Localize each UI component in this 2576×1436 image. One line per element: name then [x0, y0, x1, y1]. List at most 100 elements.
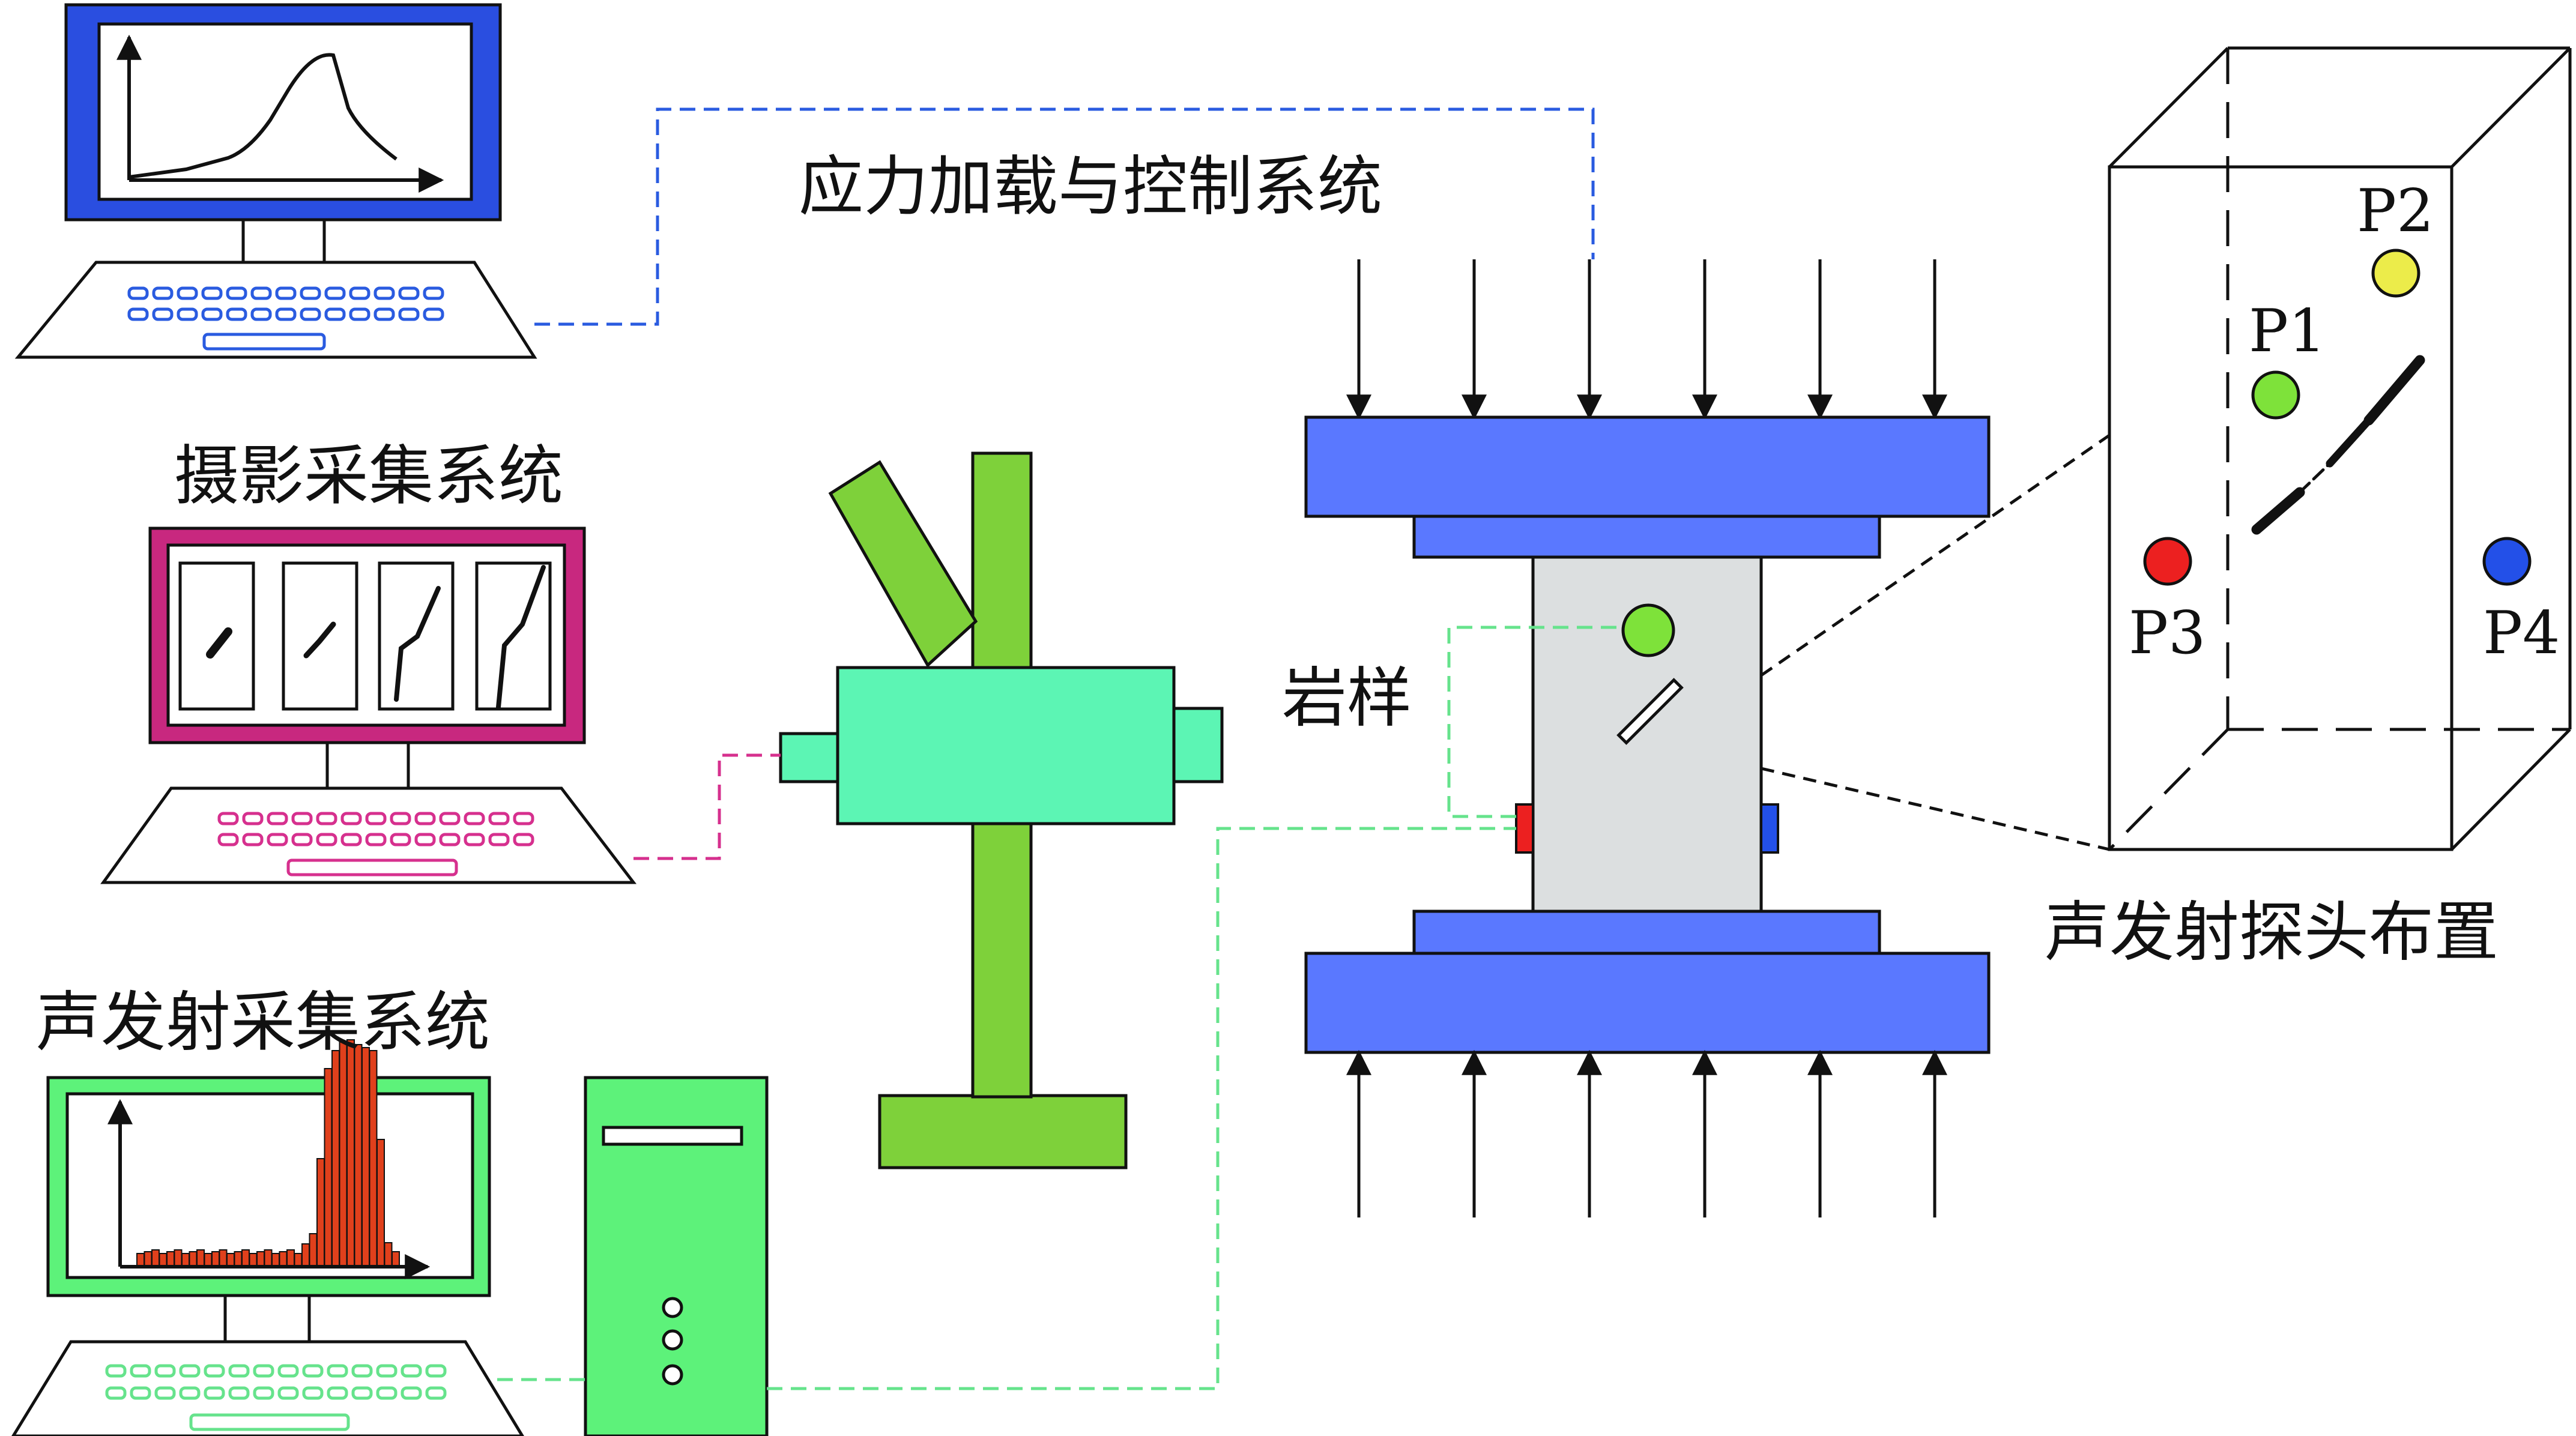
- keyboard-key: [226, 286, 247, 300]
- keyboard-key: [130, 1386, 151, 1400]
- histogram-bar: [226, 1253, 235, 1267]
- histogram-bar: [384, 1242, 393, 1267]
- keyboard-key: [277, 1386, 299, 1400]
- keyboard-key: [300, 307, 321, 321]
- keyboard-key: [439, 833, 461, 846]
- histogram-bar: [204, 1253, 213, 1267]
- keyboard-key: [327, 1386, 348, 1400]
- camera-lens-right: [1172, 707, 1224, 783]
- keyboard-key: [217, 833, 239, 846]
- keyboard-key: [253, 1386, 274, 1400]
- keyboard-key: [349, 286, 370, 300]
- keyboard-key: [302, 1386, 324, 1400]
- histogram-bar: [249, 1253, 258, 1267]
- histogram-bar: [189, 1251, 198, 1267]
- callout-line-bottom: [1761, 767, 2110, 851]
- keyboard-key: [398, 286, 420, 300]
- frame-1: [178, 561, 255, 711]
- loading-frame: [1304, 259, 1991, 1217]
- keyboard-key: [275, 286, 297, 300]
- histogram-bar: [286, 1249, 295, 1267]
- keyboard-key: [152, 307, 174, 321]
- keyboard-key: [439, 812, 461, 825]
- keyboard-key: [351, 1364, 373, 1378]
- histogram-bar: [271, 1253, 280, 1267]
- link-ae-tower-sensors: [767, 827, 1516, 1390]
- keyboard-key: [291, 812, 313, 825]
- keyboard-key: [204, 1364, 225, 1378]
- label-rock-sample: 岩样: [1282, 661, 1412, 736]
- keyboard-key: [177, 307, 198, 321]
- keyboard-keys-magenta: [217, 812, 534, 876]
- tower-light: [662, 1329, 683, 1351]
- label-p2: P2: [2357, 177, 2434, 246]
- histogram-bar: [241, 1249, 250, 1267]
- load-arrows-bottom: [1346, 1049, 1947, 1217]
- histogram-bar: [301, 1243, 310, 1267]
- keyboard-key: [152, 286, 174, 300]
- keyboard-key: [340, 812, 362, 825]
- probe-p3-marker: [2143, 537, 2192, 586]
- computer-stress-control: [14, 3, 537, 359]
- keyboard-key: [217, 812, 239, 825]
- camera-stand: [779, 451, 1224, 1169]
- histogram-bar: [159, 1253, 168, 1267]
- keyboard-key: [376, 1386, 398, 1400]
- box-edge: [2451, 728, 2571, 851]
- histogram-bar: [174, 1249, 183, 1267]
- keyboard-key: [228, 1364, 250, 1378]
- probe-layout-box: [2108, 46, 2572, 851]
- probe-p4-marker: [2482, 537, 2532, 586]
- keyboard-key: [228, 1386, 250, 1400]
- bottom-platen: [1304, 952, 1991, 1054]
- probe-crack: [2251, 355, 2425, 535]
- keyboard-key: [130, 1364, 151, 1378]
- preexisting-flaw: [1616, 678, 1684, 745]
- keyboard-key: [250, 307, 272, 321]
- load-arrows-top: [1346, 259, 1947, 420]
- histogram-bar: [376, 1139, 385, 1267]
- stand-base: [878, 1094, 1128, 1169]
- box-front-face: [2108, 165, 2454, 851]
- keyboard-key: [253, 1364, 274, 1378]
- bottom-spacer: [1412, 910, 1881, 955]
- keyboard-key: [179, 1364, 201, 1378]
- keyboard-key: [414, 812, 436, 825]
- keyboard-key: [204, 1386, 225, 1400]
- histogram-bar: [316, 1158, 325, 1267]
- label-ae-system: 声发射采集系统: [36, 985, 490, 1060]
- probe-p1-marker: [2251, 370, 2300, 420]
- keyboard-key: [425, 1364, 447, 1378]
- histogram-bar: [219, 1249, 228, 1267]
- keyboard-key: [275, 307, 297, 321]
- keyboard-key: [365, 812, 387, 825]
- keyboard-stress: [14, 261, 537, 359]
- keyboard-keys-green: [105, 1364, 447, 1431]
- histogram-bar: [392, 1251, 400, 1267]
- keyboard-key: [401, 1386, 422, 1400]
- keyboard-key: [390, 812, 411, 825]
- keyboard-key: [464, 812, 485, 825]
- keyboard-key: [267, 833, 288, 846]
- keyboard-key: [242, 812, 264, 825]
- histogram-bar: [324, 1068, 333, 1267]
- keyboard-key: [177, 286, 198, 300]
- computer-acoustic-emission: [11, 1039, 524, 1436]
- keyboard-key: [127, 307, 149, 321]
- sensor-front-green: [1621, 603, 1675, 657]
- tower-light: [662, 1297, 683, 1318]
- stand-arm: [828, 460, 978, 668]
- keyboard-spacebar: [202, 333, 326, 351]
- keyboard-key: [425, 1386, 447, 1400]
- keyboard-key: [488, 833, 510, 846]
- sensor-left-red: [1515, 803, 1534, 854]
- box-edge-hidden: [2108, 728, 2229, 851]
- keyboard-key: [373, 307, 395, 321]
- keyboard-key: [242, 833, 264, 846]
- keyboard-key: [376, 1364, 398, 1378]
- keyboard-key: [291, 833, 313, 846]
- callout-line-top: [1760, 433, 2111, 677]
- ae-histogram: [136, 1039, 400, 1267]
- keyboard-key: [324, 286, 346, 300]
